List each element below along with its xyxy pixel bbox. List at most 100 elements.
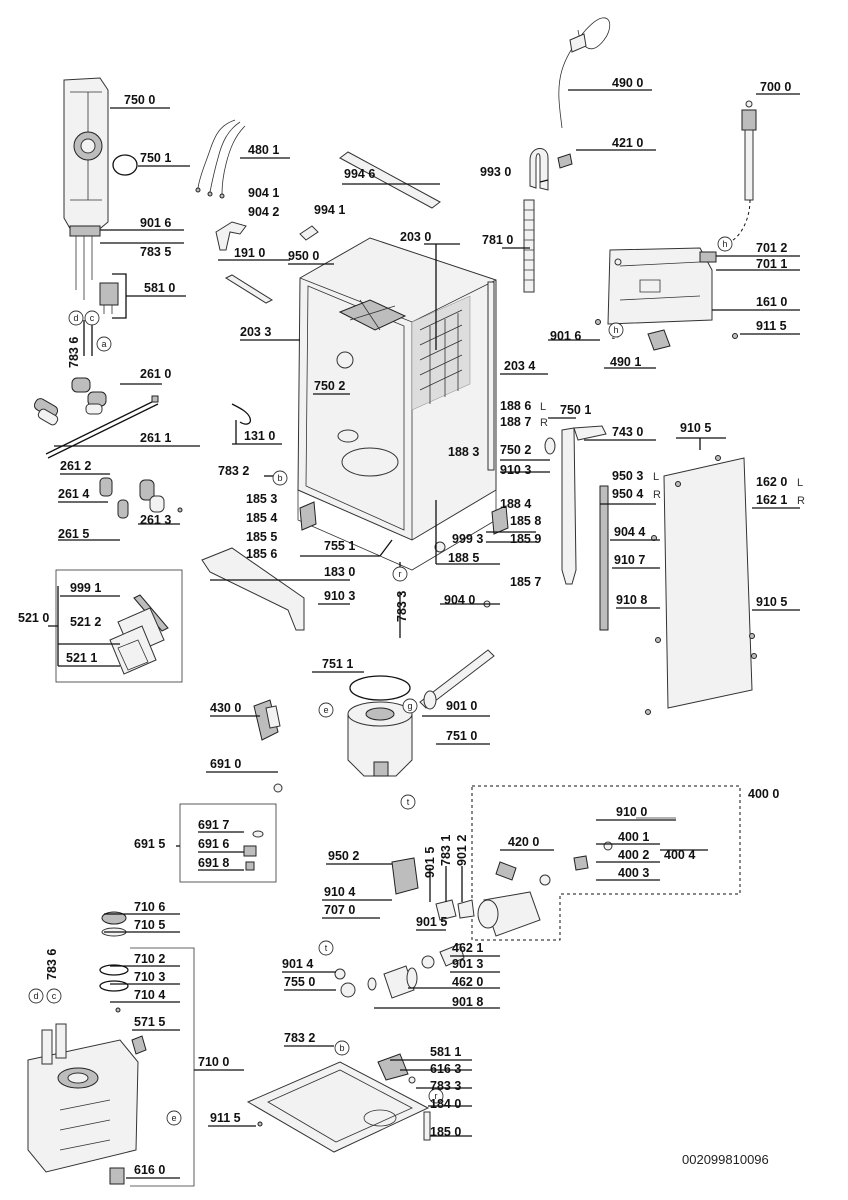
- label-7501a: 750 1: [140, 151, 171, 165]
- door-panel-drawing: [599, 455, 757, 715]
- label-7430: 743 0: [612, 425, 643, 439]
- marker-g1: g: [402, 698, 418, 714]
- label-9502: 950 2: [328, 849, 359, 863]
- label-6917: 691 7: [198, 818, 229, 832]
- box-691: [179, 803, 277, 883]
- side-strip-drawing: [224, 274, 274, 304]
- label-2614: 261 4: [58, 487, 89, 501]
- label-4001: 400 1: [618, 830, 649, 844]
- drain-hose-parts-drawing: [334, 943, 465, 999]
- label-4300: 430 0: [210, 701, 241, 715]
- label-1886: 188 6: [500, 399, 531, 413]
- label-7011: 701 1: [756, 257, 787, 271]
- label-4004: 400 4: [664, 848, 695, 862]
- label-9042: 904 2: [248, 205, 279, 219]
- label-9104: 910 4: [324, 885, 355, 899]
- hose-clip-drawing: [231, 403, 252, 425]
- label-9015a: 901 5: [423, 847, 437, 878]
- marker-h1: h: [717, 236, 733, 252]
- label-2612: 261 2: [60, 459, 91, 473]
- heater-pipe-drawing: [419, 649, 495, 710]
- suffix-1620: L: [797, 477, 803, 489]
- svg-text:b: b: [339, 1043, 344, 1053]
- svg-text:e: e: [171, 1113, 176, 1123]
- label-9991: 999 1: [70, 581, 101, 595]
- marker-e2: e: [166, 1110, 182, 1126]
- pump-group-dashed-box: [471, 785, 741, 941]
- marker-c2: c: [46, 988, 62, 1004]
- label-9107: 910 7: [614, 553, 645, 567]
- label-7500: 750 0: [124, 93, 155, 107]
- svg-text:t: t: [407, 797, 410, 807]
- suffix-1621: R: [797, 495, 805, 507]
- label-5211: 521 1: [66, 651, 97, 665]
- top-strip-drawing: [339, 151, 441, 209]
- label-1830: 183 0: [324, 565, 355, 579]
- tub-frame-drawing: [297, 237, 497, 571]
- label-1910: 191 0: [234, 246, 265, 260]
- suffix-1886: L: [540, 401, 546, 413]
- power-cable-drawing: [558, 17, 611, 129]
- label-5811: 581 1: [430, 1045, 461, 1059]
- circulation-pump-drawing: [477, 817, 676, 937]
- bracket-490-drawing: [647, 329, 671, 351]
- marker-r1: r: [392, 566, 408, 582]
- label-5810: 581 0: [144, 281, 175, 295]
- label-2613: 261 3: [140, 513, 171, 527]
- label-7502b: 750 2: [500, 443, 531, 457]
- marker-h2: h: [608, 322, 624, 338]
- marker-d1: d: [68, 310, 84, 326]
- label-2611: 261 1: [140, 431, 171, 445]
- suffix-1887: R: [540, 417, 548, 429]
- label-1857: 185 7: [510, 575, 541, 589]
- label-9013: 901 3: [452, 957, 483, 971]
- svg-text:d: d: [33, 991, 38, 1001]
- base-tray-drawing: [246, 1053, 431, 1153]
- label-7070: 707 0: [324, 903, 355, 917]
- side-seal-drawing: [487, 281, 495, 471]
- hose-connector-drawing: [557, 153, 573, 169]
- label-7831: 783 1: [439, 835, 453, 866]
- label-7833b: 783 3: [430, 1079, 461, 1093]
- marker-d2: d: [28, 988, 44, 1004]
- adjust-foot-drawing: [434, 541, 446, 553]
- box-710: [130, 947, 195, 1187]
- label-9041: 904 1: [248, 186, 279, 200]
- label-1621: 162 1: [756, 493, 787, 507]
- label-9930: 993 0: [480, 165, 511, 179]
- label-9012: 901 2: [455, 835, 469, 866]
- label-7105: 710 5: [134, 918, 165, 932]
- water-softener-drawing: [27, 911, 147, 1185]
- clip-drawing: [299, 225, 319, 241]
- label-7102: 710 2: [134, 952, 165, 966]
- label-1883: 188 3: [448, 445, 479, 459]
- label-9016b: 901 6: [550, 329, 581, 343]
- label-9108: 910 8: [616, 593, 647, 607]
- label-7836b: 783 6: [45, 949, 59, 980]
- label-7502a: 750 2: [314, 379, 345, 393]
- drawing-code: 002099810096: [682, 1152, 769, 1167]
- marker-b1: b: [272, 470, 288, 486]
- hinge-bracket-drawing: [299, 501, 317, 531]
- label-9015b: 901 5: [416, 915, 447, 929]
- svg-text:c: c: [52, 991, 57, 1001]
- label-7000: 700 0: [760, 80, 791, 94]
- label-1859: 185 9: [510, 532, 541, 546]
- label-7511: 751 1: [322, 657, 353, 671]
- wiring-harness-drawing: [195, 119, 246, 199]
- label-1856: 185 6: [246, 547, 277, 561]
- label-5210: 521 0: [18, 611, 49, 625]
- suffix-9503: L: [653, 471, 659, 483]
- marker-t1: t: [400, 794, 416, 810]
- label-4901: 490 1: [610, 355, 641, 369]
- label-9010: 901 0: [446, 699, 477, 713]
- label-4200: 420 0: [508, 835, 539, 849]
- pressure-switch-drawing: [99, 282, 119, 314]
- label-5212: 521 2: [70, 615, 101, 629]
- label-4210: 421 0: [612, 136, 643, 150]
- label-9103b: 910 3: [324, 589, 355, 603]
- label-9946: 994 6: [344, 167, 375, 181]
- label-9016a: 901 6: [140, 216, 171, 230]
- marker-a1: a: [96, 336, 112, 352]
